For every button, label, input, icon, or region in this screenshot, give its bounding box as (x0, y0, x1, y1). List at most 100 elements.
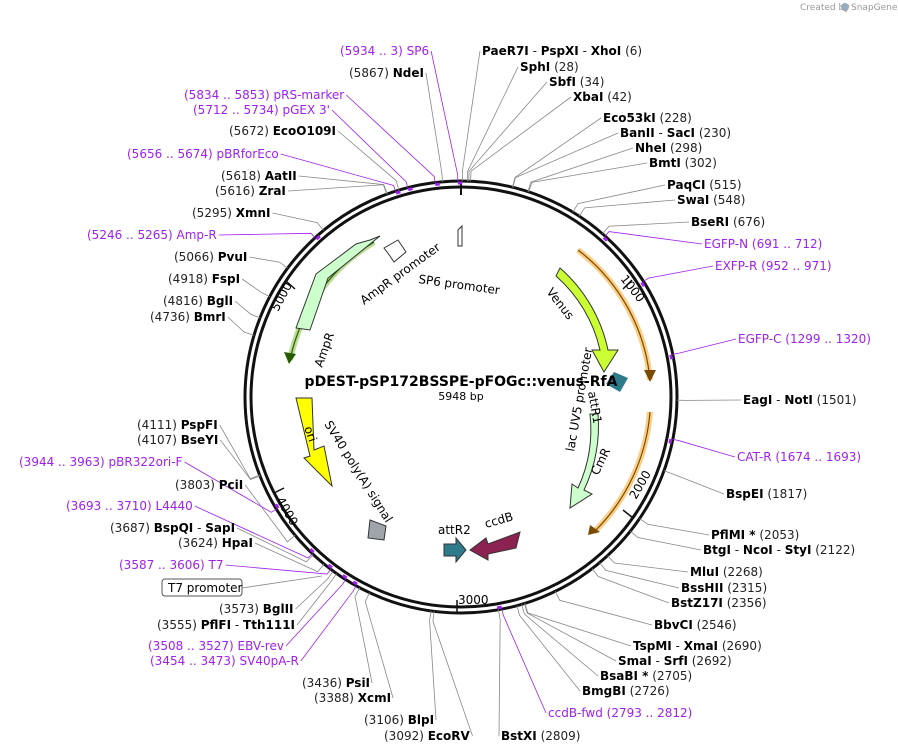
primer-leader (285, 579, 346, 647)
t7-promoter-label: T7 promoter (167, 581, 243, 595)
cmr-orf-arrow-icon (588, 525, 600, 535)
primer-leader (346, 94, 436, 183)
site-leader (512, 117, 602, 188)
site-label: BspEI (1817) (726, 487, 807, 501)
site-label: PaqCI (515) (667, 178, 742, 192)
site-label: BstZ17I (2356) (671, 596, 767, 610)
site-label: BmtI (302) (649, 156, 717, 170)
site-label: SbfI (34) (549, 75, 604, 89)
primer-leader (225, 564, 332, 575)
primer-leader (184, 461, 277, 513)
site-label: (4736) BmrI (150, 310, 226, 324)
site-leader (244, 484, 296, 543)
primer-leader (331, 109, 409, 188)
site-leader (249, 256, 288, 269)
tick-3000: 3000 (458, 593, 489, 607)
ampr-feature (295, 235, 381, 331)
tick-mark (622, 279, 633, 290)
attr1-feature (606, 372, 628, 392)
primer-mark (309, 547, 315, 554)
primer-mark (274, 503, 280, 509)
primer-leader (604, 231, 703, 245)
site-leader (521, 604, 599, 677)
primer-label: (3454 .. 3473) SV40pA-R (150, 654, 299, 668)
site-label: (3555) PflFI - Tth111I (157, 618, 295, 632)
site-leader (354, 587, 373, 684)
primer-label: (3944 .. 3963) pBR322ori-F (19, 455, 183, 469)
credit-prefix: Created by (800, 3, 850, 13)
primer-label: (3587 .. 3606) T7 (119, 558, 223, 572)
site-label: BmgBI (2726) (582, 684, 670, 698)
ccdb-label: ccdB (483, 509, 515, 530)
primer-mark (395, 190, 401, 195)
site-leader (524, 603, 632, 647)
site-leader (241, 278, 270, 298)
site-label: (4918) FspI (168, 272, 240, 286)
sv40-label: SV40 poly(A) signal (321, 418, 395, 525)
site-leader (254, 542, 325, 573)
site-leader (429, 610, 437, 721)
primer-mark (668, 438, 673, 444)
site-leader (296, 573, 337, 626)
site-leader (629, 530, 702, 551)
site-label: EagI - NotI (1501) (743, 393, 857, 407)
site-label: (3092) EcoRV (384, 729, 471, 743)
site-label: BsaBI * (2705) (600, 669, 692, 683)
primer-leader (643, 265, 714, 282)
primer-leader (672, 438, 736, 458)
sp6-promoter-feature (457, 224, 463, 247)
primer-label: (3508 .. 3527) EBV-rev (148, 639, 284, 653)
site-label: BtgI - NcoI - StyI (2122) (703, 543, 855, 557)
ampr-label: AmpR (312, 331, 337, 369)
primer-leader (672, 338, 737, 355)
site-label: (5295) XmnI (192, 206, 270, 220)
primer-leader (194, 505, 313, 559)
primer-mark (327, 563, 333, 569)
site-label: (3436) PsiI (302, 676, 370, 690)
primer-mark (352, 580, 358, 586)
site-leader (364, 592, 394, 699)
cmr-feature (569, 413, 599, 509)
primer-mark (602, 236, 609, 242)
site-leader (272, 212, 324, 231)
primer-labels: (5934 .. 3) SP6(5834 .. 5853) pRS-marker… (19, 44, 871, 720)
site-leader (602, 221, 690, 235)
site-leader (607, 555, 689, 573)
sv40-feature (367, 519, 387, 541)
primer-mark (407, 187, 413, 192)
primer-mark (496, 605, 502, 610)
tick-mark (273, 487, 285, 494)
sp6-promoter-label: SP6 promoter (418, 272, 501, 297)
primer-leader (501, 608, 547, 714)
site-label: PaeR7I - PspXI - XhoI (6) (482, 44, 642, 58)
site-label: TspMI - XmaI (2690) (633, 639, 762, 653)
site-leader (555, 591, 653, 626)
site-leader (219, 424, 260, 480)
primer-label: (5656 .. 5674) pBRforEco (127, 147, 279, 161)
site-leader (295, 570, 334, 610)
site-leader (591, 568, 670, 604)
site-label: (3803) PciI (175, 478, 243, 492)
site-leader (219, 439, 261, 481)
ccdb-feature (469, 531, 521, 561)
site-label: (4111) PspFI (137, 418, 218, 432)
t7-promoter-leader (241, 575, 323, 589)
site-label: MluI (2268) (690, 565, 763, 579)
site-leader (663, 470, 725, 495)
site-leader (461, 50, 481, 182)
site-leader (639, 518, 710, 536)
primer-label: EGFP-N (691 .. 712) (704, 237, 822, 251)
site-leader (516, 605, 581, 692)
primer-label: (5246 .. 5265) Amp-R (87, 228, 217, 242)
primer-label: CAT-R (1674 .. 1693) (737, 450, 861, 464)
site-label: (3573) BglII (219, 602, 294, 616)
primer-label: (3693 .. 3710) L4440 (66, 499, 193, 513)
site-leader (287, 184, 388, 195)
site-label: SmaI - SrfI (2692) (618, 654, 732, 668)
tick-5000: 5000 (268, 280, 295, 314)
venus-feature (555, 267, 619, 373)
tick-mark (285, 280, 296, 290)
primer-label: (5834 .. 5853) pRS-marker (184, 88, 344, 102)
ori-feature (295, 397, 333, 488)
